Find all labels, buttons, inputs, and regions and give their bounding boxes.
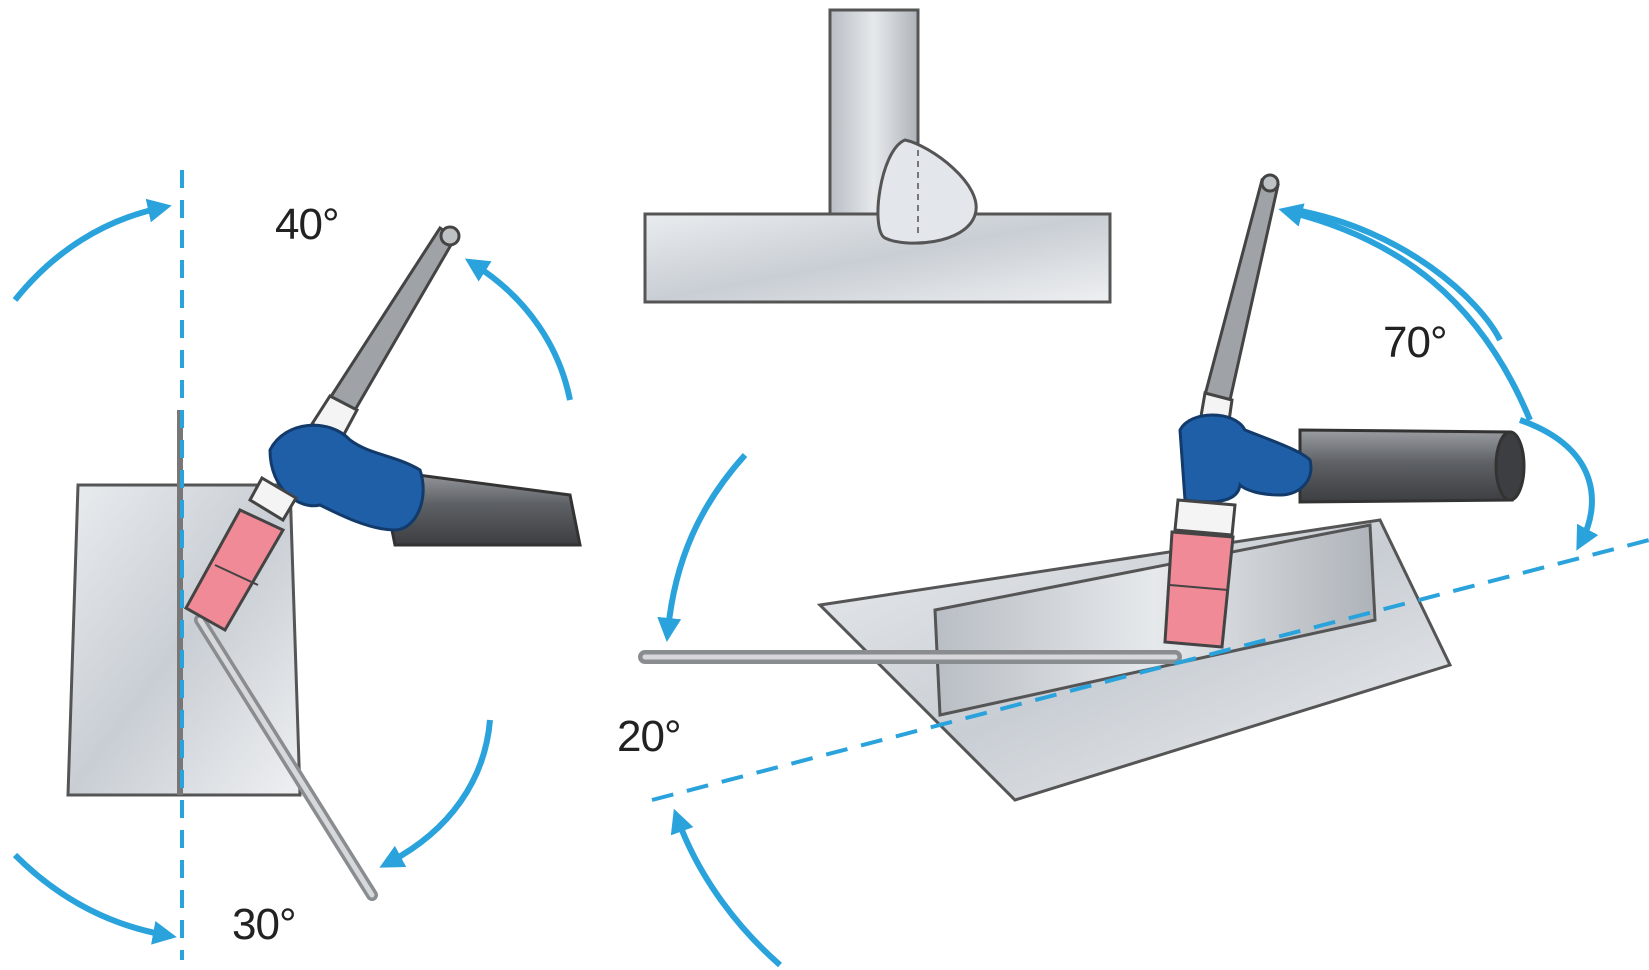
- angle-label-left-top: 40°: [275, 200, 340, 249]
- base-plate: [643, 212, 1112, 304]
- curved-arrow-icon: [12, 852, 177, 945]
- curved-arrow-icon: [670, 808, 782, 968]
- curved-arrow-icon: [12, 198, 172, 302]
- t-joint-section: [643, 8, 1112, 304]
- curved-arrow-icon: [1294, 207, 1503, 342]
- curved-arrow-icon: [1278, 203, 1533, 422]
- curved-arrow-icon: [379, 719, 493, 868]
- angle-label-right-bottom: 20°: [617, 712, 682, 761]
- left-end-view: [12, 170, 582, 960]
- welding-torch-icon: [183, 225, 582, 633]
- fillet-weld-bead: [876, 138, 978, 245]
- angle-label-right-top: 70°: [1383, 318, 1448, 367]
- curved-arrow-icon: [657, 452, 748, 642]
- angle-label-left-bottom: 30°: [232, 900, 297, 949]
- curved-arrow-icon: [1518, 417, 1599, 551]
- curved-arrow-icon: [464, 258, 573, 401]
- right-reference-line: [651, 538, 1649, 802]
- right-perspective-view: [638, 173, 1649, 968]
- vertical-plate: [828, 8, 920, 217]
- welding-torch-icon: [1163, 173, 1526, 649]
